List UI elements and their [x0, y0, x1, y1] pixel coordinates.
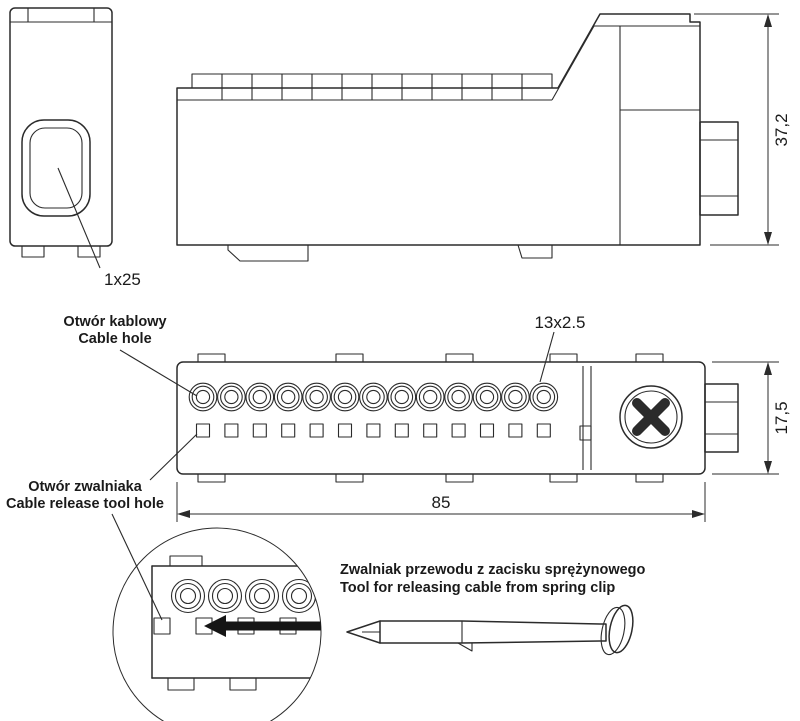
cable-hole: [387, 382, 417, 412]
cable-hole: [273, 382, 303, 412]
cable-hole: [501, 382, 530, 412]
dim-1x25-label: 1x25: [104, 270, 141, 289]
side-view-top-segments: [221, 74, 523, 100]
release-hole: [423, 423, 438, 438]
side-view-terminal-tab: [699, 121, 739, 216]
detail-top-tab: [169, 555, 203, 567]
tool-label-pl: Zwalniak przewodu z zacisku sprężynowego: [340, 562, 646, 578]
detail-release-hole: [322, 618, 338, 634]
front-view-top-tabs: [197, 353, 664, 363]
dim-arrow-right: [692, 510, 705, 518]
dim-37.2-label: 37,2: [772, 113, 791, 146]
release-hole: [309, 423, 324, 438]
leader-13x2.5: [539, 331, 555, 383]
front-view-bottom-tabs: [197, 473, 664, 483]
release-hole: [195, 423, 211, 438]
cable-hole: [359, 382, 388, 412]
release-hole-label-pl: Otwór zwalniaka: [28, 479, 143, 495]
insert-arrow-icon: [204, 615, 321, 637]
detail-release-hole: [153, 617, 171, 635]
cable-hole: [529, 382, 559, 412]
tool-barb: [457, 642, 473, 652]
release-hole: [337, 423, 353, 438]
tool-cap-front: [608, 604, 634, 654]
dim-85-label: 85: [432, 493, 451, 512]
clamp-screw: [619, 385, 683, 449]
cable-hole: [302, 382, 331, 412]
release-hole: [451, 423, 466, 438]
screw-cross-icon: [632, 398, 670, 436]
cable-holes-row: [188, 382, 559, 412]
end-cable-hole-outer: [21, 119, 91, 217]
dim-17.5-label: 17,5: [772, 401, 791, 434]
side-view-clip: [517, 244, 553, 259]
release-hole: [252, 423, 267, 438]
leader-1x25: [57, 167, 101, 269]
cable-hole-label-en: Cable hole: [78, 331, 151, 347]
tool-label-en: Tool for releasing cable from spring cli…: [340, 580, 615, 596]
detail-foot: [167, 677, 195, 691]
end-view: 1x25: [9, 7, 141, 289]
end-view-foot: [21, 245, 45, 258]
side-view: 37,2: [176, 13, 791, 262]
detail-cable-hole: [244, 578, 280, 614]
end-cable-hole-inner: [29, 127, 83, 209]
tool-cap-back: [600, 606, 626, 656]
screw-release-slot: [579, 425, 592, 441]
dim-arrow-up: [764, 14, 772, 27]
cable-hole: [472, 382, 502, 412]
leader-release-hole-up: [149, 433, 198, 481]
detail-view: [112, 527, 338, 721]
side-view-foot: [227, 245, 309, 262]
release-tool: Zwalniak przewodu z zacisku sprężynowego…: [340, 562, 646, 656]
tool-drawing: [346, 604, 634, 656]
end-view-foot: [77, 245, 101, 258]
front-view: 17,5 85 13x2.5: [176, 313, 791, 522]
release-hole-label-en: Cable release tool hole: [6, 496, 164, 512]
leader-release-hole-down: [111, 513, 163, 621]
dim-13x2.5-label: 13x2.5: [534, 313, 585, 332]
detail-circle: [112, 527, 322, 721]
cable-hole: [245, 382, 275, 412]
release-hole: [281, 423, 296, 438]
release-hole: [224, 423, 239, 438]
release-hole: [536, 423, 551, 438]
dimension-front-height: 17,5: [712, 361, 791, 475]
detail-cable-hole: [170, 578, 206, 614]
cable-hole: [188, 382, 218, 412]
dim-arrow-left: [177, 510, 190, 518]
cable-hole: [217, 382, 246, 412]
leader-cable-hole: [119, 349, 198, 397]
detail-foot: [229, 677, 257, 691]
front-view-terminal-tab: [704, 383, 739, 453]
detail-cable-hole: [207, 578, 243, 614]
dim-arrow-down: [764, 461, 772, 474]
dim-arrow-up: [764, 362, 772, 375]
cable-hole: [415, 382, 445, 412]
dim-arrow-down: [764, 232, 772, 245]
callout-labels: Otwór kablowy Cable hole Otwór zwalniaka…: [6, 314, 198, 621]
release-hole: [479, 423, 495, 438]
detail-cable-hole: [281, 578, 317, 614]
cable-hole: [444, 382, 473, 412]
cable-hole-label-pl: Otwór kablowy: [63, 314, 166, 330]
dimension-front-width: 85: [176, 482, 706, 522]
release-hole: [366, 423, 381, 438]
release-hole: [508, 423, 523, 438]
release-holes-row: [195, 423, 551, 438]
release-hole: [394, 423, 409, 438]
cable-hole: [330, 382, 360, 412]
dimension-side-height: 37,2: [694, 13, 791, 246]
